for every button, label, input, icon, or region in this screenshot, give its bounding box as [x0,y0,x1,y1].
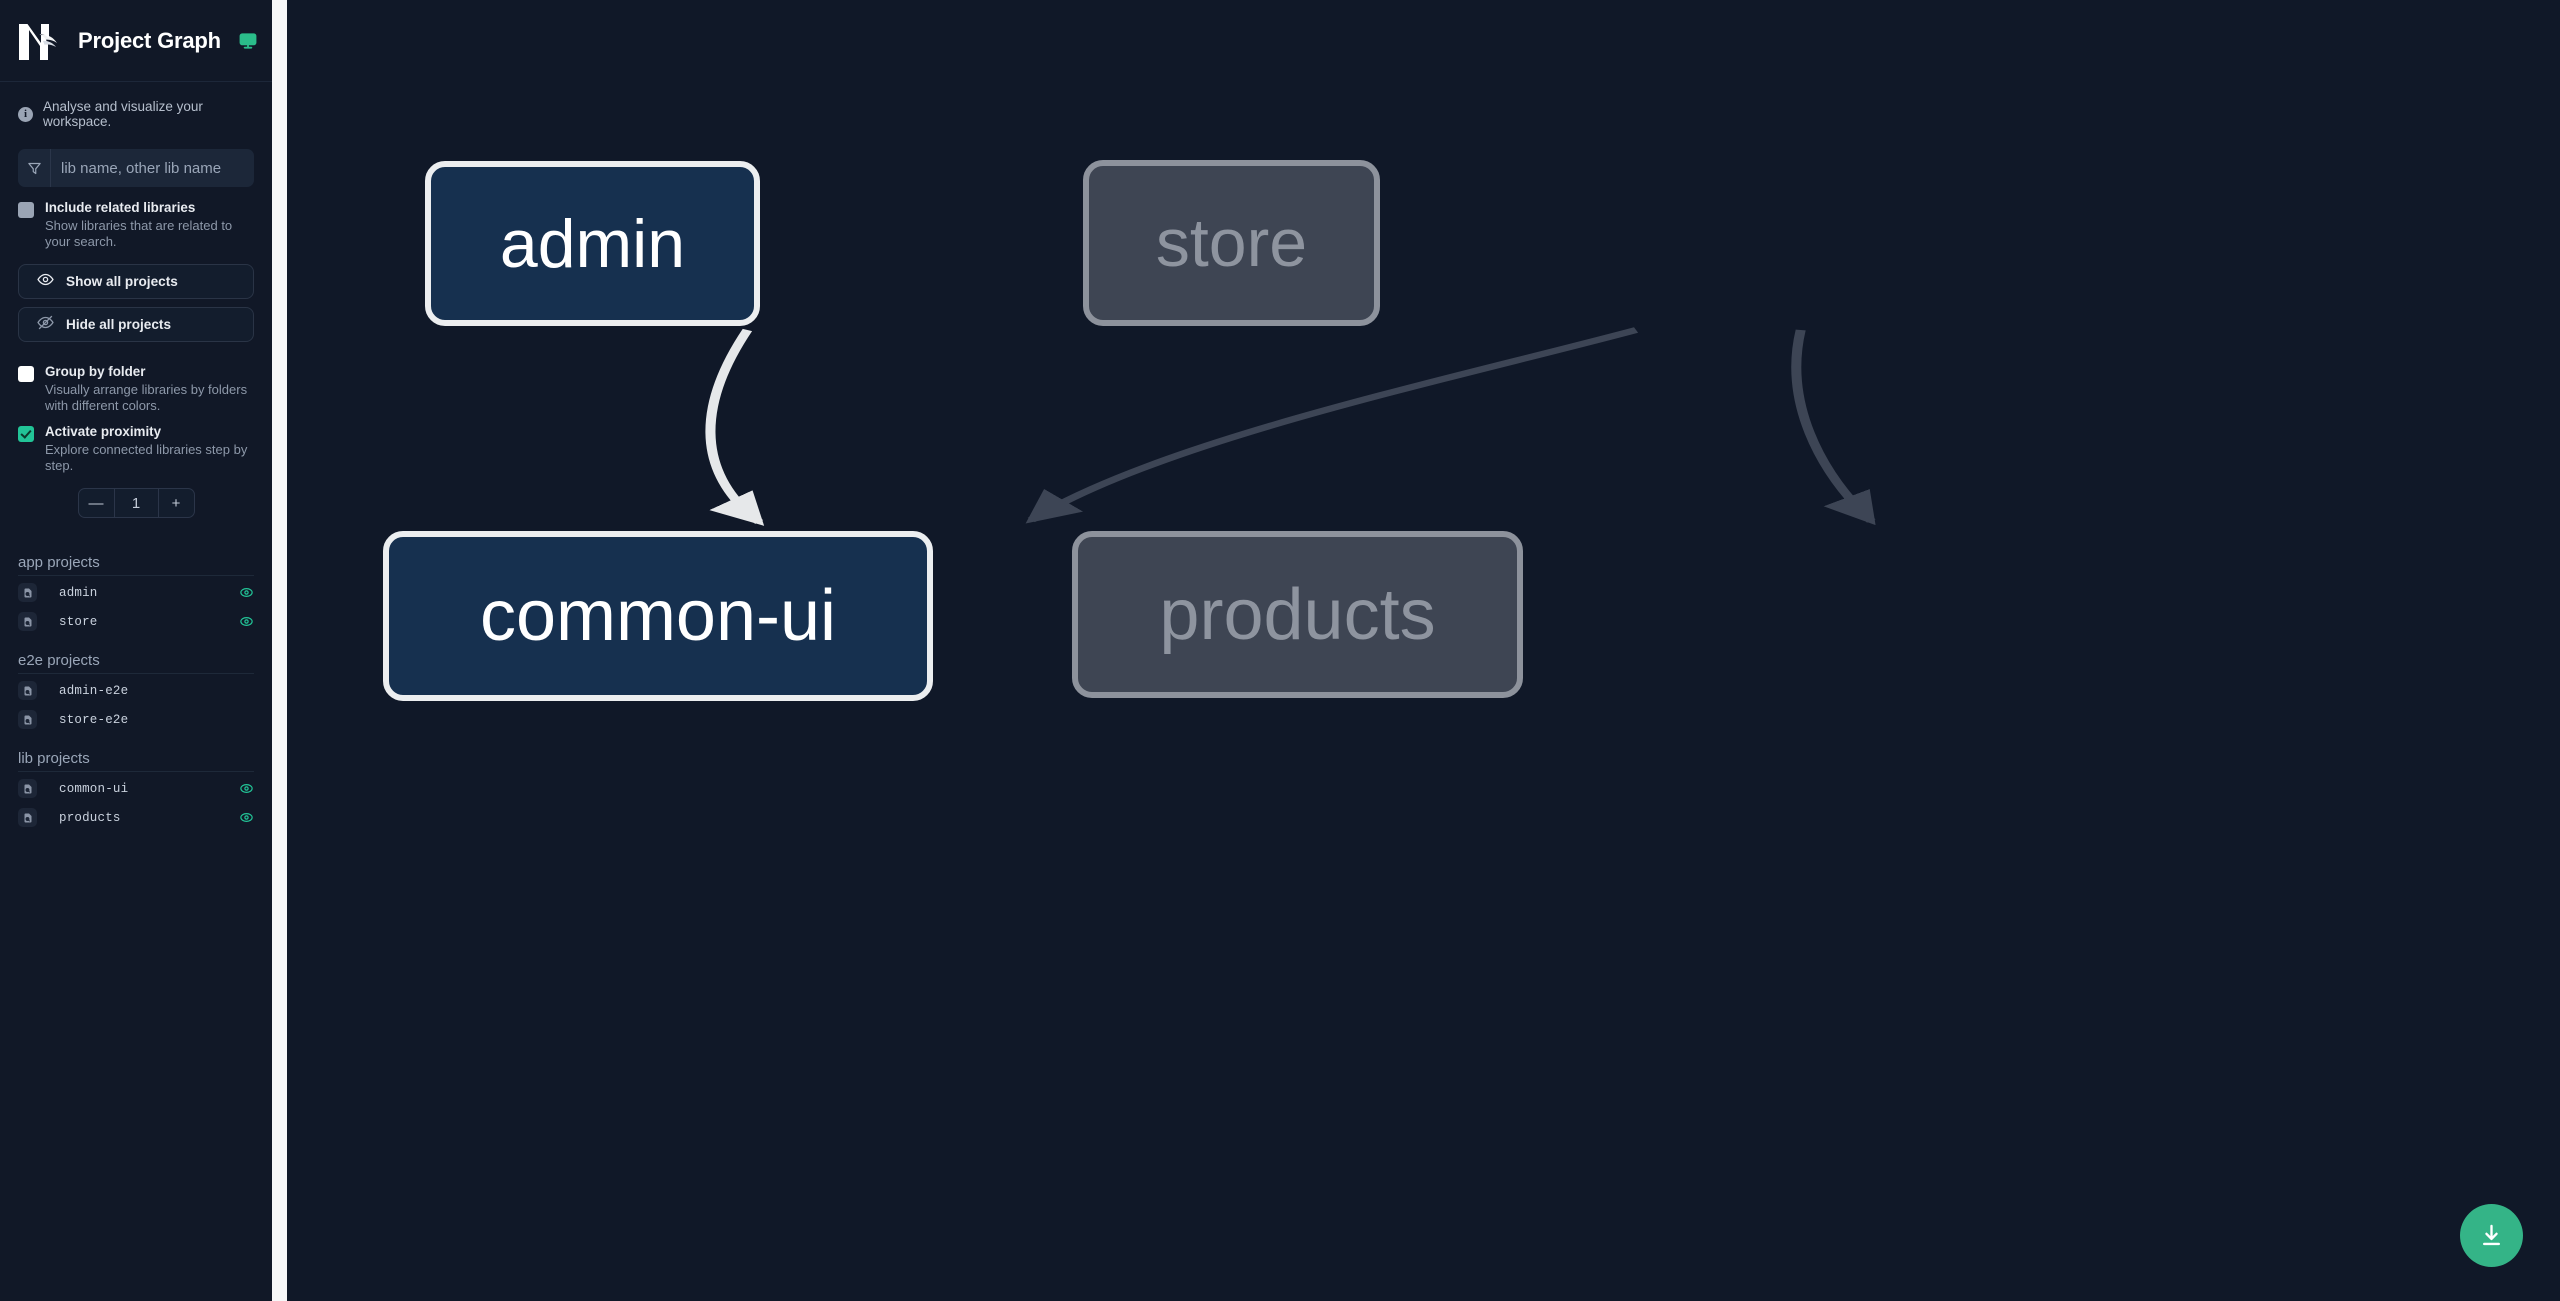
search-bar[interactable] [18,149,254,187]
option-group-by-folder[interactable]: Group by folder Visually arrange librari… [0,342,272,414]
tagline-text: Analyse and visualize your workspace. [43,99,203,129]
option-description: Visually arrange libraries by folders wi… [45,382,248,413]
graph-node-label: store [1155,205,1308,281]
project-icon [18,808,37,827]
project-list-item[interactable]: products [18,805,254,830]
project-name: products [59,810,121,825]
edge-admin-to-common-ui [705,328,765,526]
project-name: store [59,614,98,629]
project-name: common-ui [59,781,129,796]
graph-node-label: common-ui [479,576,837,656]
eye-icon[interactable] [238,781,254,797]
graph-node-label: admin [499,205,686,282]
project-name: store-e2e [59,712,129,727]
eye-placeholder [238,712,254,728]
eye-off-icon [37,314,54,336]
graph-node-admin[interactable]: admin [425,161,760,326]
option-include-related-libraries[interactable]: Include related libraries Show libraries… [0,187,272,250]
eye-icon [37,271,54,293]
eye-icon[interactable] [238,585,254,601]
option-title: Group by folder [45,364,146,379]
show-all-projects-label: Show all projects [66,274,178,289]
nx-logo [17,20,62,62]
eye-icon[interactable] [238,810,254,826]
hide-all-projects-button[interactable]: Hide all projects [18,307,254,342]
sidebar-header: Project Graph [0,0,272,82]
sidebar-divider[interactable] [272,0,287,1301]
graph-canvas[interactable]: admin store common-ui products [272,0,2560,1301]
monitor-icon[interactable] [237,30,259,52]
graph-node-products[interactable]: products [1072,531,1523,698]
proximity-decrement-button[interactable]: — [79,489,115,517]
sidebar: Project Graph i Analyse and visualize yo… [0,0,272,1301]
tagline: i Analyse and visualize your workspace. [0,82,272,143]
page-title: Project Graph [78,27,221,53]
project-list-item[interactable]: common-ui [18,776,254,801]
project-icon [18,583,37,602]
project-list[interactable]: app projects admin store e2e projects ad… [0,540,272,1301]
show-all-projects-button[interactable]: Show all projects [18,264,254,299]
graph-node-common-ui[interactable]: common-ui [383,531,933,701]
project-name: admin [59,585,98,600]
activate-proximity-checkbox[interactable] [18,426,34,442]
project-name: admin-e2e [59,683,129,698]
project-group-heading: lib projects [18,736,254,772]
group-by-folder-checkbox[interactable] [18,366,34,382]
option-title: Include related libraries [45,200,196,215]
option-activate-proximity[interactable]: Activate proximity Explore connected lib… [0,414,272,474]
project-list-item[interactable]: store [18,609,254,634]
search-input[interactable] [51,149,254,187]
download-button[interactable] [2460,1204,2523,1267]
project-group-heading: e2e projects [18,638,254,674]
graph-node-label: products [1159,574,1436,655]
eye-icon[interactable] [238,614,254,630]
proximity-increment-button[interactable]: + [157,489,194,517]
proximity-stepper: — 1 + [0,474,272,518]
option-description: Explore connected libraries step by step… [45,442,248,473]
project-list-item[interactable]: admin [18,580,254,605]
graph-edges [705,327,1876,526]
project-icon [18,612,37,631]
graph-node-store[interactable]: store [1083,160,1380,326]
visibility-buttons: Show all projects Hide all projects [0,250,272,342]
eye-placeholder [238,683,254,699]
project-icon [18,779,37,798]
option-description: Show libraries that are related to your … [45,218,233,249]
edge-store-to-common-ui [1025,327,1639,524]
project-list-item[interactable]: admin-e2e [18,678,254,703]
project-list-item[interactable]: store-e2e [18,707,254,732]
filter-icon [18,149,51,187]
option-title: Activate proximity [45,424,162,439]
include-related-libraries-checkbox[interactable] [18,202,34,218]
proximity-value: 1 [131,494,141,512]
project-group-heading: app projects [18,540,254,576]
hide-all-projects-label: Hide all projects [66,317,172,332]
edge-store-to-products [1791,329,1876,526]
project-icon [18,710,37,729]
info-icon: i [18,106,33,122]
project-icon [18,681,37,700]
